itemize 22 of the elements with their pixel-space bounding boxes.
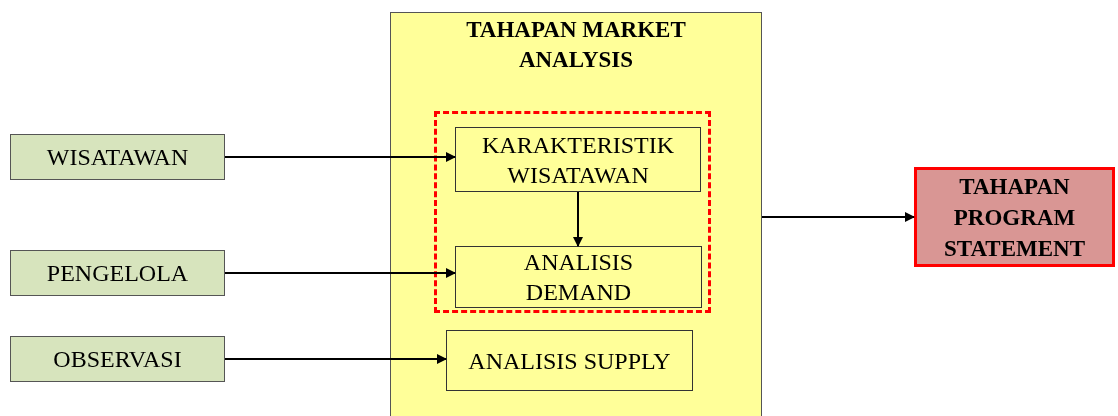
arrow: [761, 212, 915, 222]
node-label: OBSERVASI: [53, 345, 182, 374]
node-label: TAHAPAN PROGRAM STATEMENT: [943, 172, 1086, 263]
node-label: KARAKTERISTIK WISATAWAN: [481, 130, 675, 190]
stage-panel: [390, 12, 762, 416]
output-box: [914, 167, 1115, 267]
arrow: [224, 152, 456, 162]
dashed-group-box: [434, 111, 711, 313]
arrow: [224, 268, 456, 278]
input-box: [10, 134, 225, 180]
input-box: [10, 250, 225, 296]
node-label: ANALISIS SUPPLY: [468, 346, 671, 376]
process-box: [446, 330, 693, 391]
node-label: PENGELOLA: [46, 259, 189, 288]
panel-title: TAHAPAN MARKET ANALYSIS: [465, 16, 687, 74]
process-box: [455, 127, 701, 192]
node-label: ANALISIS DEMAND: [522, 248, 635, 307]
input-box: [10, 336, 225, 382]
node-label: WISATAWAN: [46, 143, 189, 172]
process-box: [455, 246, 702, 308]
arrow: [224, 354, 447, 364]
arrow: [573, 191, 583, 247]
